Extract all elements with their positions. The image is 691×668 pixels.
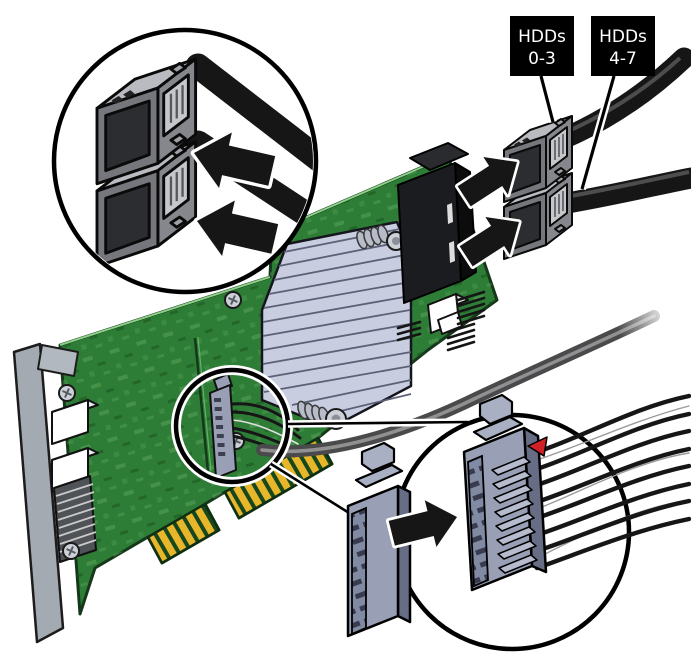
cable-connector-socket — [346, 441, 412, 638]
heatsink-fins — [262, 228, 412, 417]
gray-cable — [256, 278, 678, 458]
svg-text:HDDs: HDDs — [518, 27, 566, 47]
plug-contacts — [491, 456, 538, 574]
small-callout-circle — [171, 365, 293, 487]
sas-receptacle — [397, 142, 477, 304]
screw-top-left — [58, 384, 76, 402]
bracket-flange — [37, 344, 79, 377]
cable-connector-plug — [462, 393, 548, 592]
pin-headers — [396, 290, 486, 352]
sas-cable-lower — [545, 167, 691, 216]
magnified-cable-upper — [185, 53, 313, 181]
external-finned-connector — [53, 475, 97, 563]
svg-text:HDDs: HDDs — [599, 27, 647, 47]
hdd-labels: HDDs 0-3 HDDs 4-7 — [510, 16, 655, 191]
board-seam — [193, 337, 210, 473]
aux-connector — [427, 293, 469, 335]
hdd-4-7-label: HDDs 4-7 — [591, 16, 655, 76]
hdd-0-3-leader — [539, 75, 555, 123]
internal-connector-a — [51, 399, 99, 445]
heatsink — [260, 220, 413, 430]
screw-bottom-left — [62, 542, 80, 560]
hdd-0-3-line2: 0-3 — [528, 49, 556, 69]
pci-bracket — [12, 342, 65, 644]
callout-magnifier-top — [51, 27, 319, 295]
hdd-4-7-line2: 4-7 — [609, 49, 637, 69]
hdd-4-7-line1: HDDs — [599, 27, 647, 47]
wire-fan — [534, 393, 691, 571]
hdd-0-3-label: HDDs 0-3 — [510, 16, 574, 76]
screw-top-mid — [224, 291, 242, 309]
hdd-0-3-line1: HDDs — [518, 27, 566, 47]
svg-text:4-7: 4-7 — [609, 49, 637, 69]
pcie-edge-fingers-short — [146, 502, 221, 565]
callout-magnifier-bottom — [346, 393, 691, 652]
polarity-marker — [527, 436, 548, 457]
svg-text:0-3: 0-3 — [528, 49, 556, 69]
sas-cable-stack-real — [504, 47, 691, 259]
hdd-4-7-leader — [580, 75, 616, 190]
